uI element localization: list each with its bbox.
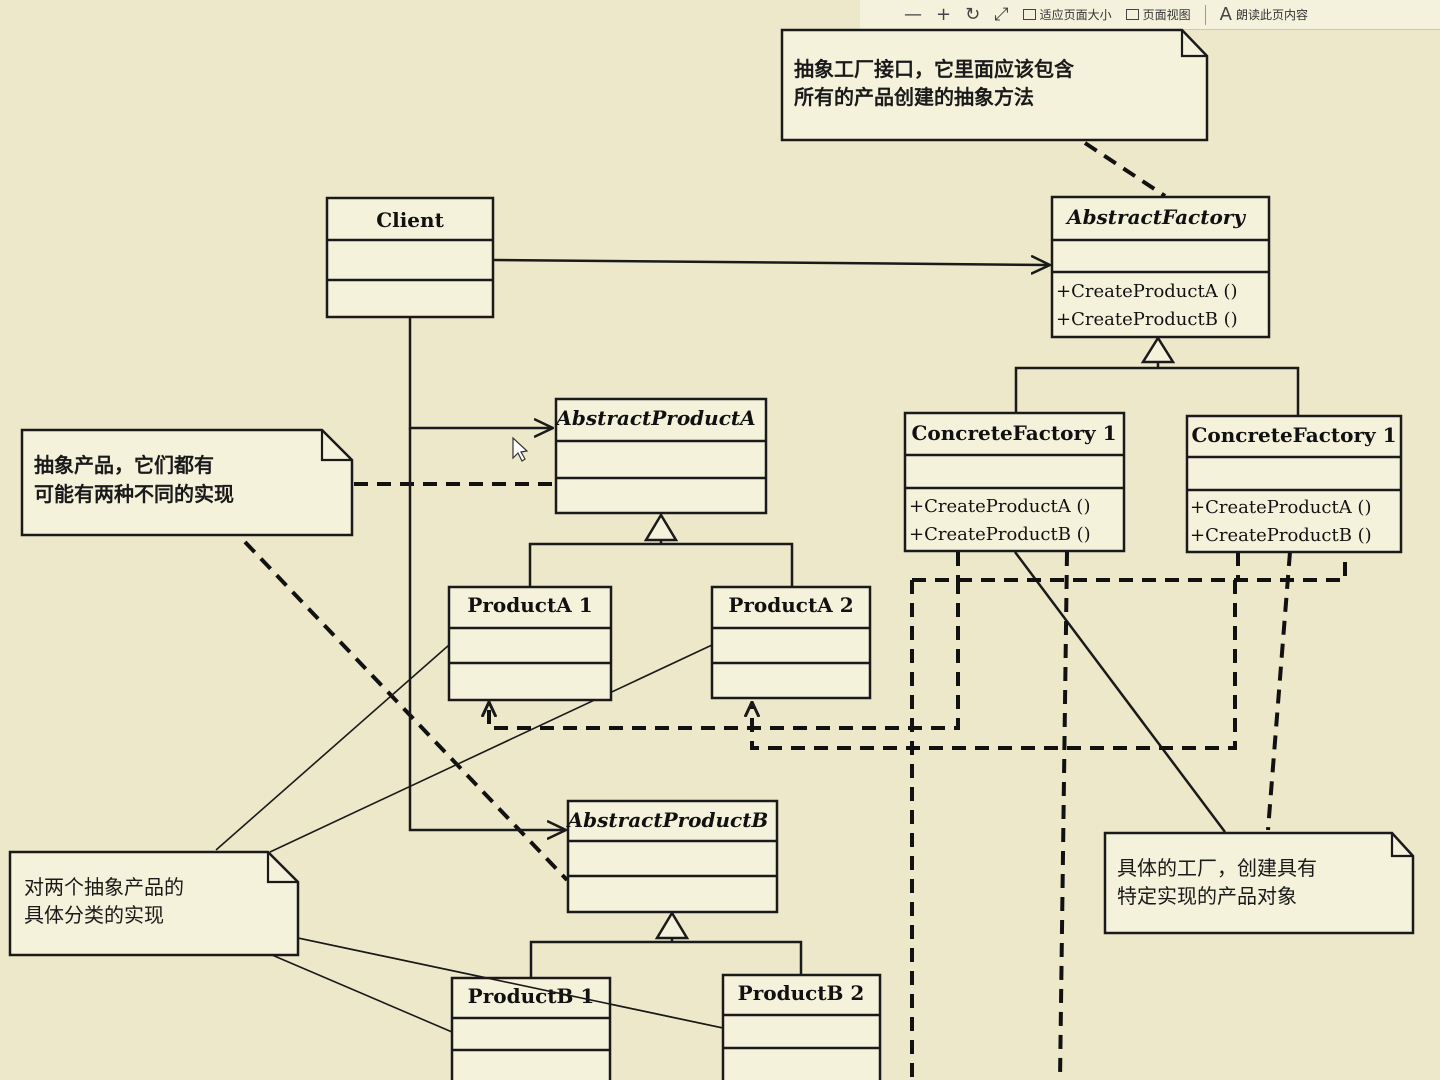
class-product-b2-name: ProductB 2: [738, 981, 865, 1005]
note-anchor-product-b1-overlay: [297, 937, 724, 1029]
class-abstract-product-a[interactable]: AbstractProductA: [554, 397, 768, 515]
class-product-b2[interactable]: ProductB 2: [721, 973, 882, 1080]
note-anchor-abstract-product-b: [243, 540, 569, 882]
class-abstract-product-b[interactable]: AbstractProductB: [566, 799, 779, 914]
class-abstract-factory-name: AbstractFactory: [1065, 205, 1246, 229]
abstract-factory-op-create-b: +CreateProductB (): [1056, 309, 1238, 330]
concrete-factory-2-op-create-a: +CreateProductA (): [1190, 497, 1371, 518]
dependency-to-product-a1: [489, 580, 960, 730]
class-product-a1[interactable]: ProductA 1: [447, 585, 613, 702]
note-concrete-factory-line-2: 特定实现的产品对象: [1117, 884, 1297, 908]
generalization-product-a-triangle: [643, 512, 679, 542]
note-anchor-concrete-factory-1: [1014, 551, 1226, 833]
note-anchor-factory: [1083, 141, 1167, 198]
fit-page-label: 适应页面大小: [1039, 8, 1112, 22]
class-client-name: Client: [376, 208, 444, 232]
note-concrete-implementations-line-1: 对两个抽象产品的: [24, 875, 184, 899]
class-abstract-product-b-name: AbstractProductB: [566, 808, 769, 832]
note-anchor-product-a1: [215, 644, 450, 851]
page-view-label: 页面视图: [1142, 8, 1191, 22]
concrete-factory-2-op-create-b: +CreateProductB (): [1190, 525, 1372, 546]
class-product-a2[interactable]: ProductA 2: [710, 585, 872, 700]
concrete-factory-1-op-create-b: +CreateProductB (): [909, 524, 1091, 545]
note-factory-interface: 抽象工厂接口，它里面应该包含 所有的产品创建的抽象方法: [780, 28, 1209, 142]
class-abstract-product-a-name: AbstractProductA: [554, 406, 755, 430]
fit-page-button[interactable]: 适应页面大小: [1022, 6, 1112, 23]
note-anchor-product-b2: [271, 954, 453, 1033]
generalization-factory-triangle: [1140, 335, 1176, 364]
note-concrete-factory-line-1: 具体的工厂，创建具有: [1117, 856, 1317, 880]
generalization-product-b-tree: [529, 940, 803, 978]
zoom-in-button[interactable]: +: [936, 3, 952, 25]
rotate-button[interactable]: ↻: [965, 3, 981, 25]
note-abstract-products-line-2: 可能有两种不同的实现: [34, 482, 234, 506]
class-product-b1[interactable]: ProductB 1: [450, 976, 612, 1080]
dependency-factory1-down: [1058, 551, 1069, 1080]
generalization-product-a-tree: [528, 542, 794, 587]
page-view-icon: [1125, 9, 1139, 20]
class-concrete-factory-2[interactable]: ConcreteFactory 1 +CreateProductA () +Cr…: [1185, 414, 1403, 554]
note-anchor-product-a2: [269, 644, 713, 853]
class-abstract-factory[interactable]: AbstractFactory +CreateProductA () +Crea…: [1050, 195, 1271, 339]
concrete-factory-1-op-create-a: +CreateProductA (): [909, 496, 1090, 517]
zoom-out-button[interactable]: —: [904, 3, 922, 25]
client-to-abstract-product-b: [408, 428, 566, 830]
page-view-button[interactable]: 页面视图: [1125, 6, 1191, 23]
mouse-cursor-icon: [512, 436, 529, 462]
dependency-factory2-down: [1266, 551, 1292, 831]
generalization-product-b-triangle: [654, 910, 690, 940]
client-to-abstract-product-a: [408, 318, 553, 428]
note-abstract-products-line-1: 抽象产品，它们都有: [34, 453, 214, 477]
class-product-a2-name: ProductA 2: [728, 593, 853, 617]
rotate-icon: ↻: [965, 3, 981, 25]
note-abstract-products: 抽象产品，它们都有 可能有两种不同的实现: [20, 428, 354, 537]
note-concrete-implementations-line-2: 具体分类的实现: [24, 903, 164, 927]
dependency-factory-row: [912, 552, 1347, 582]
read-aloud-label: 朗读此页内容: [1235, 8, 1308, 22]
read-aloud-icon: A: [1219, 3, 1232, 25]
plus-icon: +: [936, 3, 952, 25]
fit-page-icon: [1022, 9, 1036, 20]
class-client[interactable]: Client: [325, 196, 495, 319]
generalization-factory-tree: [1014, 366, 1300, 418]
class-concrete-factory-1[interactable]: ConcreteFactory 1 +CreateProductA () +Cr…: [903, 411, 1126, 553]
note-factory-interface-line-1: 抽象工厂接口，它里面应该包含: [794, 57, 1075, 81]
class-concrete-factory-1-name: ConcreteFactory 1: [911, 421, 1116, 445]
note-concrete-implementations: 对两个抽象产品的 具体分类的实现: [8, 850, 300, 957]
toolbar-divider: [1204, 4, 1206, 25]
expand-icon: ⤢: [994, 3, 1009, 25]
dependency-to-product-a2: [752, 580, 1237, 750]
client-to-abstract-factory: [493, 260, 1050, 265]
class-product-a1-name: ProductA 1: [467, 593, 592, 617]
note-concrete-factory: 具体的工厂，创建具有 特定实现的产品对象: [1103, 831, 1415, 935]
abstract-factory-op-create-a: +CreateProductA (): [1056, 281, 1237, 302]
fullscreen-button[interactable]: ⤢: [994, 3, 1009, 25]
minus-icon: —: [904, 3, 922, 25]
class-concrete-factory-2-name: ConcreteFactory 1: [1191, 423, 1396, 447]
note-factory-interface-line-2: 所有的产品创建的抽象方法: [794, 85, 1034, 109]
